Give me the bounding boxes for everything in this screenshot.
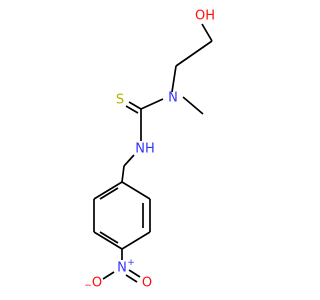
molecule-structure: OH S N NH N + O − O [84,9,215,292]
bond-nitro-o-right-2 [125,274,138,283]
nitro-n-charge: + [127,258,135,268]
bond-layer [93,23,213,283]
atom-label-hydroxyl: OH [195,9,215,24]
ring-bond-1 [121,181,151,200]
bond-c-s-2 [125,105,139,114]
bond-ch2-n [171,65,177,93]
bond-ch2-ring [121,165,125,183]
bond-n-methyl [182,96,204,115]
atom-label-sulfur: S [116,93,124,108]
bond-nitro-o-right-1 [128,269,141,278]
ring-bond-3 [121,231,151,250]
bond-oh-ch2 [201,23,213,42]
ring-bond-6 [93,181,123,200]
bond-n-c [140,98,164,110]
ring-bond-4 [93,231,123,250]
bond-c-s-1 [128,101,142,110]
bond-nitro-o-left [102,271,115,280]
atom-label-amide-nh: NH [135,142,155,157]
atom-label-nitro-o-right: O [142,276,152,291]
atom-label-nitro-o-left: O [92,276,102,291]
bond-ch2-ch2 [175,40,213,67]
atom-label-amine-n: N [168,91,178,106]
nitro-o-charge: − [84,281,92,291]
ring-inner-bond-2 [99,231,119,244]
bond-nh-ch2 [123,154,135,167]
ring-inner-bond-3 [99,187,119,200]
atom-label-nitro-n: N [117,261,127,276]
atom-label-layer: OH S N NH N + O − O [84,9,215,292]
